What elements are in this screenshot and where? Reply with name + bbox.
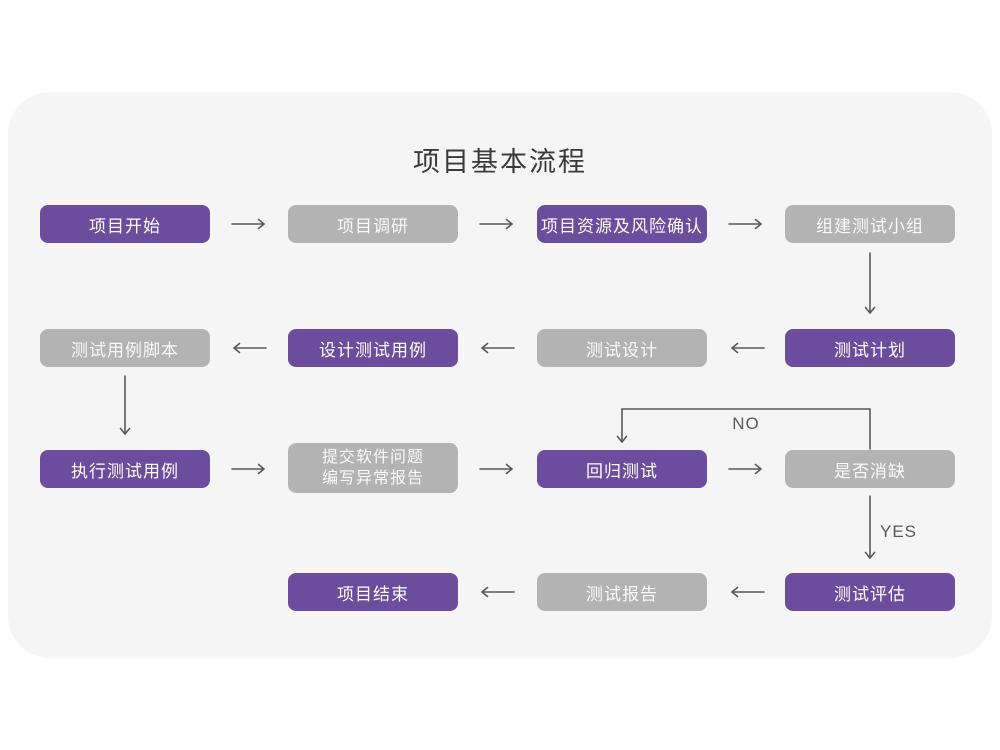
node-build-team: 组建测试小组: [785, 205, 955, 243]
node-project-research: 项目调研: [288, 205, 458, 243]
node-submit-report: 提交软件问题 编写异常报告: [288, 443, 458, 493]
node-execute-cases: 执行测试用例: [40, 450, 210, 488]
node-resource-risk: 项目资源及风险确认: [537, 205, 707, 243]
flowchart-card: [8, 92, 992, 658]
node-project-start: 项目开始: [40, 205, 210, 243]
node-submit-report-line1: 提交软件问题: [321, 449, 424, 466]
edge-label-no: NO: [732, 414, 760, 433]
node-defect-check: 是否消缺: [785, 450, 955, 488]
node-test-evaluate: 测试评估: [785, 573, 955, 611]
node-project-end: 项目结束: [288, 573, 458, 611]
node-design-cases: 设计测试用例: [288, 329, 458, 367]
node-submit-report-line2: 编写异常报告: [321, 470, 424, 487]
node-case-scripts: 测试用例脚本: [40, 329, 210, 367]
edge-label-yes: YES: [880, 522, 918, 541]
node-regression-test: 回归测试: [537, 450, 707, 488]
node-test-report: 测试报告: [537, 573, 707, 611]
page-title: 项目基本流程: [413, 147, 587, 177]
node-test-design: 测试设计: [537, 329, 707, 367]
node-test-plan: 测试计划: [785, 329, 955, 367]
